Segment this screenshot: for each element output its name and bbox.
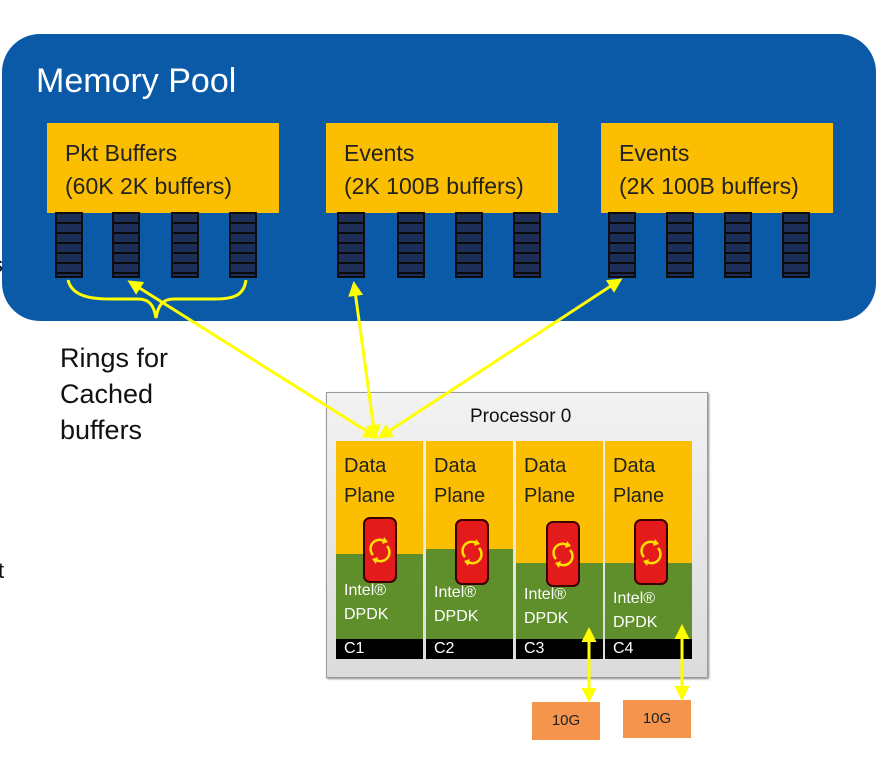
- core-label-line2: Plane: [434, 485, 486, 507]
- arrow-events-2: [377, 278, 623, 439]
- intel-brand: Intel® DPDK: [524, 583, 568, 631]
- events-buffers-box-2: Events (2K 100B buffers): [601, 123, 833, 213]
- ring-icon: [171, 212, 199, 278]
- dpdk-text: DPDK: [434, 608, 479, 625]
- core-label: Data Plane: [613, 451, 664, 511]
- pkt-buffers-name: Pkt Buffers: [65, 140, 178, 166]
- arrow-events-1: [348, 281, 381, 440]
- core-c1: Data Plane Intel® DPDK C1: [336, 441, 423, 659]
- core-label: Data Plane: [434, 451, 485, 511]
- core-label-line1: Data: [434, 455, 477, 477]
- core-label-line1: Data: [344, 455, 387, 477]
- cpu-chip-icon: [455, 519, 489, 585]
- ring-icon: [455, 212, 483, 278]
- intel-brand-text: Intel®: [613, 590, 656, 607]
- memory-pool-title: Memory Pool: [36, 62, 237, 100]
- intel-brand-text: Intel®: [524, 586, 567, 603]
- core-label: Data Plane: [524, 451, 575, 511]
- ring-icon: [229, 212, 257, 278]
- core-id: C3: [516, 639, 603, 659]
- dpdk-text: DPDK: [344, 606, 389, 623]
- ring-icon: [55, 212, 83, 278]
- intel-brand: Intel® DPDK: [344, 579, 388, 627]
- ring-icon: [782, 212, 810, 278]
- pkt-buffers-box: Pkt Buffers (60K 2K buffers): [47, 123, 279, 213]
- core-label-line2: Plane: [344, 485, 396, 507]
- dpdk-text: DPDK: [613, 614, 658, 631]
- ring-icon: [724, 212, 752, 278]
- core-id: C4: [605, 639, 692, 659]
- core-label-line2: Plane: [613, 485, 665, 507]
- ring-icon: [337, 212, 365, 278]
- events-buffers-box-1: Events (2K 100B buffers): [326, 123, 558, 213]
- ring-icon: [608, 212, 636, 278]
- intel-brand: Intel® DPDK: [613, 587, 657, 635]
- events-buffers-name-2: Events: [619, 140, 690, 166]
- ring-icon: [666, 212, 694, 278]
- edge-text-lower: t: [0, 558, 5, 583]
- core-c2: Data Plane Intel® DPDK C2: [426, 441, 513, 659]
- events-buffers-size-1: (2K 100B buffers): [344, 173, 524, 199]
- ring-icon: [397, 212, 425, 278]
- ring-icon: [112, 212, 140, 278]
- intel-brand: Intel® DPDK: [434, 581, 478, 629]
- intel-brand-text: Intel®: [344, 582, 387, 599]
- core-c4: Data Plane Intel® DPDK C4: [605, 441, 692, 659]
- events-buffers-name-1: Events: [344, 140, 415, 166]
- core-c3: Data Plane Intel® DPDK C3: [516, 441, 603, 659]
- events-buffers-size-2: (2K 100B buffers): [619, 173, 799, 199]
- edge-text-upper: s: [0, 252, 3, 278]
- cpu-chip-icon: [634, 519, 668, 585]
- core-id: C2: [426, 639, 513, 659]
- cpu-chip-icon: [546, 521, 580, 587]
- core-label-line1: Data: [524, 455, 567, 477]
- ring-icon: [513, 212, 541, 278]
- cpu-chip-icon: [363, 517, 397, 583]
- pkt-buffers-size: (60K 2K buffers): [65, 173, 233, 199]
- core-label-line1: Data: [613, 455, 656, 477]
- port-10g-2: 10G: [623, 700, 691, 738]
- dpdk-text: DPDK: [524, 610, 569, 627]
- core-label: Data Plane: [344, 451, 395, 511]
- core-id: C1: [336, 639, 423, 659]
- port-10g-1: 10G: [532, 702, 600, 740]
- core-label-line2: Plane: [524, 485, 576, 507]
- arrow-pkt-buffers: [127, 280, 379, 439]
- intel-brand-text: Intel®: [434, 584, 477, 601]
